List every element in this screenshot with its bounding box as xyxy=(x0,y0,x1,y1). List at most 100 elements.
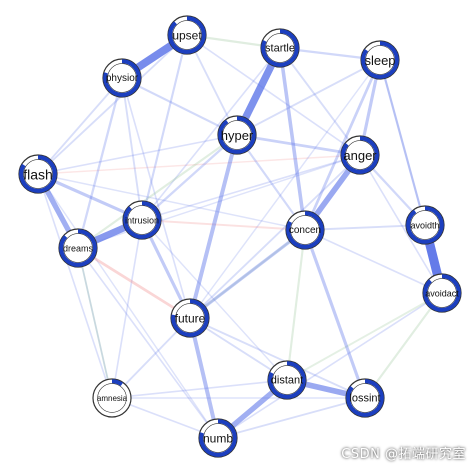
node-label: concen xyxy=(289,225,321,236)
node-avoidth: avoidth xyxy=(405,205,445,245)
edge-hyper-dreams xyxy=(76,133,239,250)
node-label: future xyxy=(175,312,206,326)
node-label: physior xyxy=(106,73,139,84)
node-pie-ring xyxy=(199,419,237,457)
node-pie-ring xyxy=(168,16,206,54)
edge-hyper-flash xyxy=(37,134,238,175)
node-label: anger xyxy=(343,148,377,163)
node-inner xyxy=(290,215,320,245)
edge-concen-future xyxy=(189,229,306,319)
node-future: future xyxy=(170,298,210,338)
node-label: dreams xyxy=(63,244,94,254)
node-pie-ring xyxy=(268,361,306,399)
edge-upset-intrusion xyxy=(140,33,189,222)
node-label: intrusion xyxy=(125,216,159,226)
node-startle: startle xyxy=(260,28,300,68)
node-label: hyper xyxy=(221,128,254,143)
node-inner xyxy=(97,383,127,413)
edge-startle-anger xyxy=(279,47,361,156)
edge-physior-future xyxy=(121,77,191,319)
edge-startle-concen xyxy=(278,46,307,232)
edge-anger-future xyxy=(189,154,361,319)
node-sleep: sleep xyxy=(360,40,400,80)
edge-sleep-future xyxy=(189,59,381,319)
node-label: flash xyxy=(23,167,53,183)
node-pie-ring xyxy=(361,41,399,79)
edge-hyper-future xyxy=(188,133,239,320)
edge-avoidact-lossint xyxy=(363,291,444,400)
node-pie-ring xyxy=(423,274,461,312)
node-label: upset xyxy=(172,29,202,43)
edge-sleep-hyper xyxy=(236,59,381,136)
node-label: lossint xyxy=(349,393,380,405)
node-label: sleep xyxy=(364,53,395,68)
edge-future-numb xyxy=(188,316,220,440)
node-dreams: dreams xyxy=(58,228,98,268)
edge-dreams-amnesia xyxy=(77,247,113,399)
edge-flash-concen xyxy=(37,173,306,231)
node-label: startle xyxy=(265,43,295,55)
node-inner xyxy=(107,63,137,93)
edge-anger-avoidact xyxy=(359,154,443,294)
node-inner xyxy=(222,120,252,150)
edge-upset-anger xyxy=(186,34,361,156)
node-amnesia: amnesia xyxy=(92,378,132,418)
edge-physior-dreams xyxy=(76,76,124,250)
edge-avoidact-distant xyxy=(286,292,443,381)
node-inner xyxy=(23,159,53,189)
node-numb: numb xyxy=(198,418,238,458)
node-pie-ring xyxy=(171,299,209,337)
edge-layer xyxy=(35,31,447,441)
node-inner xyxy=(172,20,202,50)
edge-amnesia-dreams xyxy=(77,247,113,399)
node-anger: anger xyxy=(340,135,380,175)
edge-dreams-future xyxy=(76,246,192,320)
node-pie-ring xyxy=(261,29,299,67)
node-lossint: lossint xyxy=(345,378,385,418)
edge-hyper-intrusion xyxy=(140,133,239,222)
watermark: CSDN @拓端研究室 xyxy=(341,447,466,462)
node-flash: flash xyxy=(18,154,58,194)
edge-concen-avoidact xyxy=(304,229,443,294)
node-inner xyxy=(345,140,375,170)
edge-concen-distant xyxy=(285,228,307,382)
edge-avoidact-numb xyxy=(217,292,443,439)
node-pie-ring xyxy=(59,229,97,267)
node-physior: physior xyxy=(102,58,142,98)
edge-future-concen xyxy=(188,228,307,320)
node-intrusion: intrusion xyxy=(122,200,162,240)
edge-concen-lossint xyxy=(303,228,367,400)
node-inner xyxy=(127,205,157,235)
node-pie-ring xyxy=(346,379,384,417)
node-concen: concen xyxy=(285,210,325,250)
node-inner xyxy=(63,233,93,263)
edge-physior-hyper xyxy=(120,76,239,137)
edge-avoidth-sleep xyxy=(378,58,427,227)
edge-flash-numb xyxy=(37,173,219,439)
edge-future-lossint xyxy=(189,317,366,399)
node-layer: upset startle sleep physior hyper anger flash i… xyxy=(18,15,462,458)
node-pie-ring xyxy=(111,379,124,387)
edge-concen-avoidth xyxy=(304,224,426,231)
edge-intrusion-distant xyxy=(141,219,288,381)
node-pie-ring xyxy=(406,206,444,244)
edge-numb-lossint xyxy=(217,397,366,439)
node-inner xyxy=(365,45,395,75)
node-avoidact: avoidact xyxy=(422,273,462,313)
node-distant: distant xyxy=(267,360,307,400)
node-label: numb xyxy=(203,432,233,446)
node-pie-ring xyxy=(286,211,324,249)
node-pie-ring xyxy=(103,59,141,97)
edge-intrusion-concen xyxy=(141,219,306,231)
edge-sleep-concen xyxy=(303,58,382,232)
edge-flash-amnesia xyxy=(37,173,113,399)
edge-upset-flash xyxy=(37,34,188,175)
node-pie-ring xyxy=(341,136,379,174)
node-inner xyxy=(427,278,457,308)
node-label: avoidth xyxy=(410,221,439,231)
node-hyper: hyper xyxy=(217,115,257,155)
node-label: avoidact xyxy=(425,289,459,299)
node-label: distant xyxy=(271,375,303,387)
node-inner xyxy=(175,303,205,333)
